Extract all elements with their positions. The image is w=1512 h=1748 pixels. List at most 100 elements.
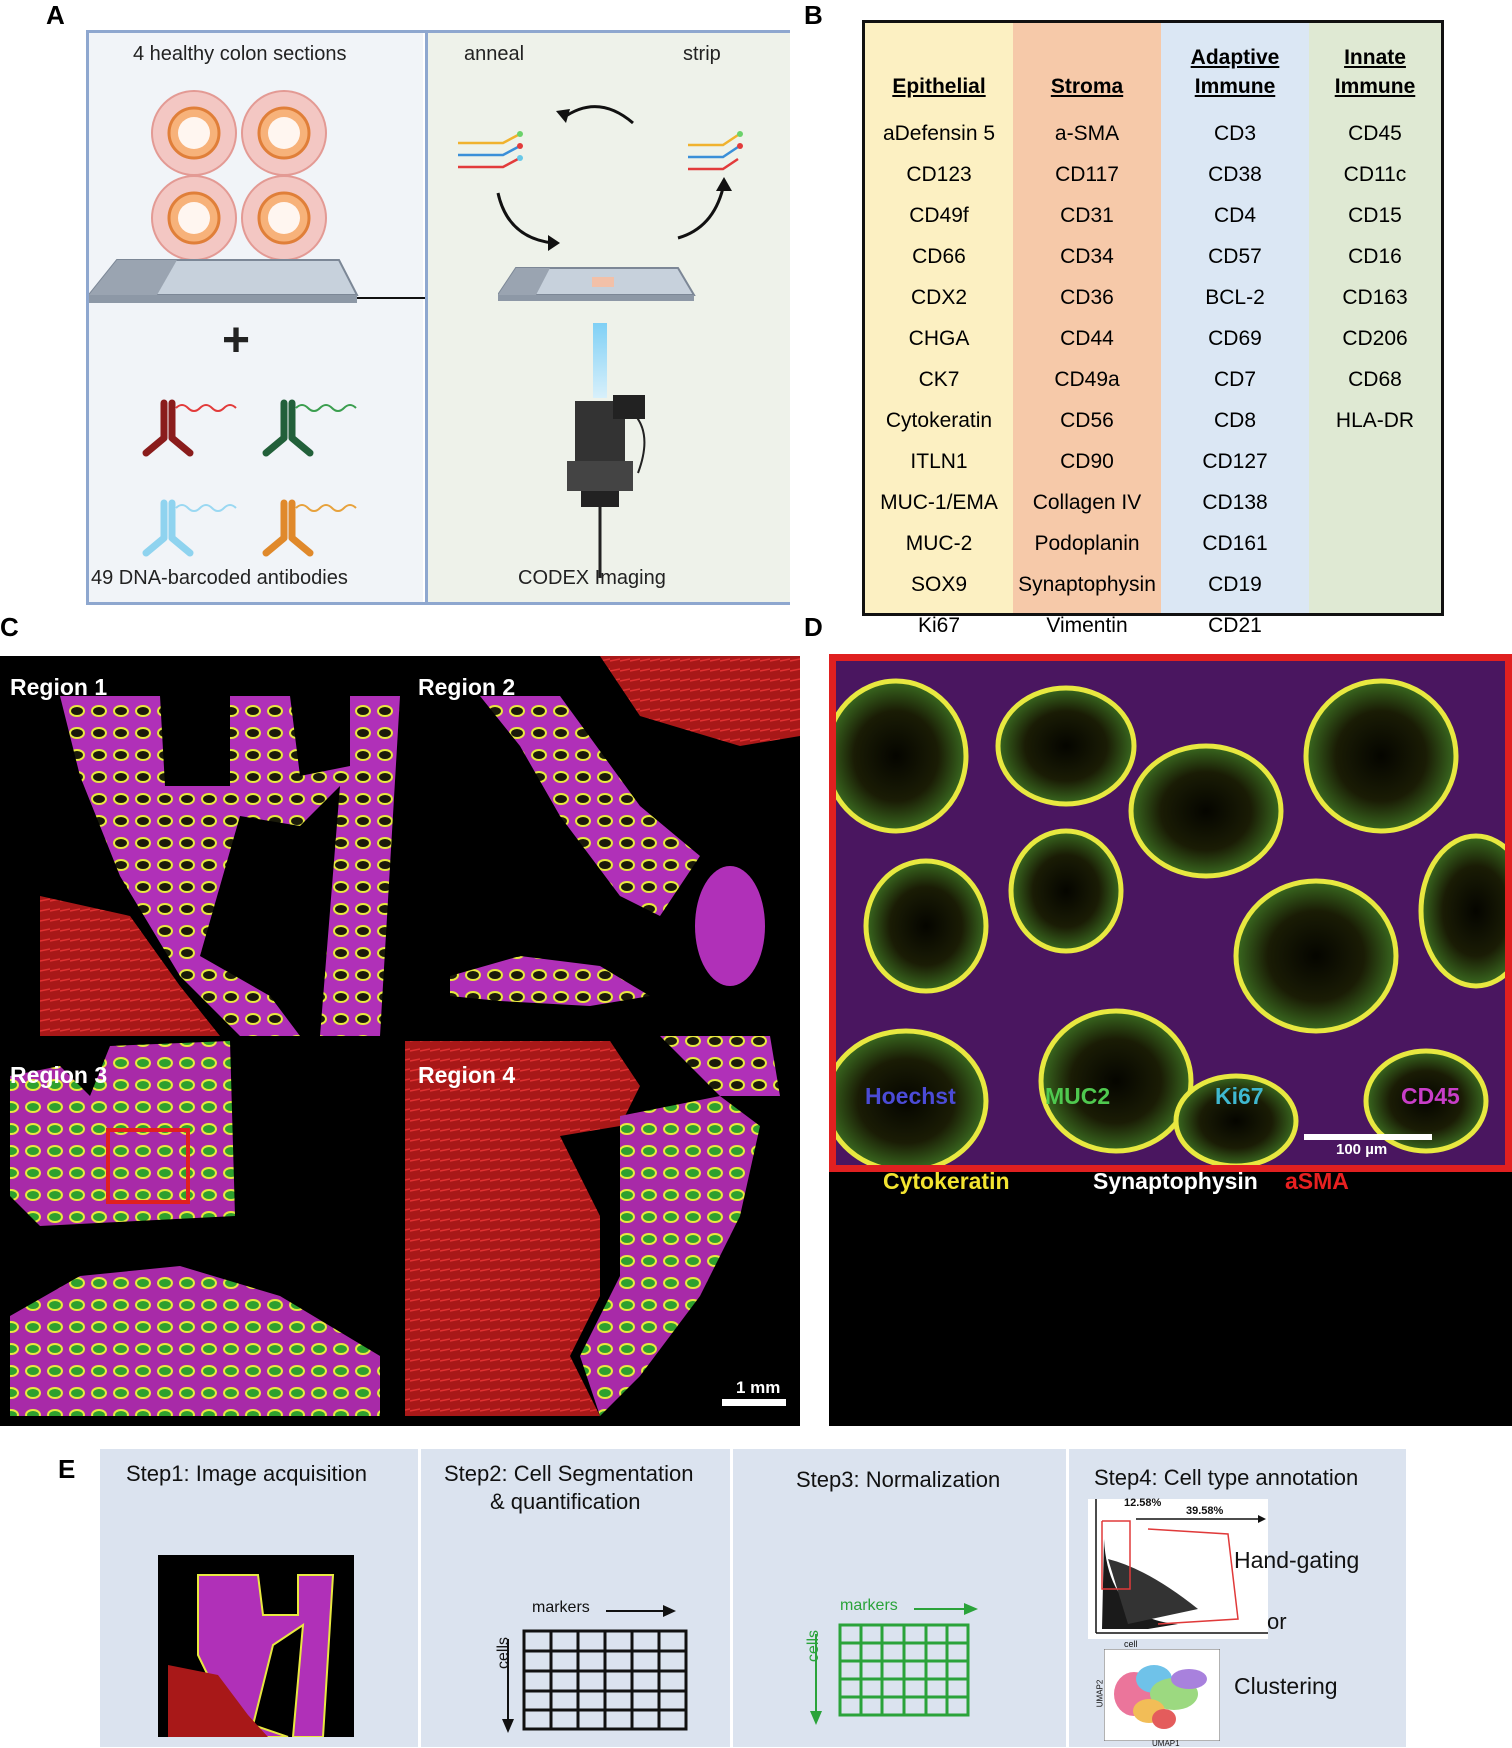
table-cell: CK7: [918, 368, 960, 391]
table-cell: CD4: [1213, 204, 1256, 227]
markers-label: markers: [532, 1599, 590, 1616]
step2-title-line2: & quantification: [490, 1489, 641, 1514]
table-cell: Ki67: [917, 614, 961, 637]
marker-column-innate-immune: Innate Immune CD45 CD11c CD15 CD16 CD163…: [1309, 23, 1441, 613]
legend-hoechst: Hoechst: [865, 1083, 956, 1109]
column-header: Stroma: [1013, 23, 1161, 103]
umap2-label: UMAP2: [1095, 1679, 1105, 1708]
table-cell: CD8: [1213, 409, 1256, 432]
crypt-image: [836, 661, 1505, 1165]
column-header: Adaptive Immune: [1161, 23, 1309, 103]
plus-sign: +: [222, 314, 251, 367]
gating-plot: [1088, 1499, 1268, 1639]
table-cell: MUC-2: [905, 532, 973, 555]
marker-column-adaptive-immune: Adaptive Immune CD3 CD38 CD4 CD57 BCL-2 …: [1161, 23, 1309, 637]
table-cell: CD44: [1060, 327, 1114, 350]
table-cell: CD123: [906, 163, 972, 186]
table-cell: CD49f: [909, 204, 969, 227]
panel-d-zoom: 100 µm Hoechst MUC2 Ki67 CD45 Cytokerati…: [829, 654, 1512, 1426]
panel-e-workflow: Step1: Image acquisition Step2: Cell Seg…: [100, 1449, 1406, 1748]
table-cell: CD11c: [1343, 163, 1407, 186]
column-header-line: Adaptive: [1190, 46, 1280, 69]
table-cell: CD31: [1060, 204, 1114, 227]
step-divider: [1066, 1449, 1069, 1747]
step-divider: [730, 1449, 733, 1747]
table-cell: CD15: [1348, 204, 1402, 227]
cycle-illustration: [458, 105, 743, 251]
column-header-line: Immune: [1334, 75, 1416, 98]
table-cell: CD161: [1202, 532, 1268, 555]
table-cell: BCL-2: [1205, 286, 1265, 309]
step3-title: Step3: Normalization: [796, 1467, 1001, 1492]
table-cell: CD56: [1060, 409, 1114, 432]
column-header-line: Immune: [1194, 75, 1276, 98]
legend-muc2: MUC2: [1045, 1083, 1111, 1109]
table-cell: Collagen IV: [1032, 491, 1142, 514]
antibodies-illustration: [142, 399, 357, 557]
table-cell: CD49a: [1054, 368, 1120, 391]
panel-label-e: E: [58, 1454, 76, 1484]
zoom-scale-label: 100 µm: [1336, 1141, 1388, 1158]
scale-bar-label: 1 mm: [736, 1378, 781, 1397]
microscope-camera-icon: [567, 323, 646, 578]
table-cell: HLA-DR: [1335, 409, 1415, 432]
region-4-label: Region 4: [418, 1062, 516, 1088]
imaging-label: CODEX Imaging: [518, 567, 666, 589]
panel-a-staining: 4 healthy colon sections +: [89, 33, 423, 602]
table-cell: a-SMA: [1054, 122, 1120, 145]
table-cell: CD34: [1060, 245, 1114, 268]
legend-synaptophysin: Synaptophysin: [1093, 1168, 1258, 1194]
table-cell: CD38: [1208, 163, 1262, 186]
panel-label-b: B: [804, 0, 823, 30]
panel-c-tissue-regions: Region 1 Region 2 Region 3 Region 4 1 mm: [0, 656, 800, 1426]
table-cell: CD57: [1208, 245, 1262, 268]
panel-a-schematic: 4 healthy colon sections +: [86, 30, 790, 605]
umap-plot: [1104, 1649, 1220, 1741]
gate-1-value: 12.58%: [1124, 1497, 1162, 1509]
column-header-line: Epithelial: [892, 75, 986, 98]
legend-cd45: CD45: [1401, 1083, 1460, 1109]
table-cell: CD16: [1348, 245, 1402, 268]
step1-thumbnail: [158, 1555, 354, 1737]
tissue-image: [10, 656, 800, 1416]
table-cell: CD66: [912, 245, 966, 268]
glass-slide-icon: [89, 259, 359, 303]
panel-label-a: A: [46, 0, 65, 30]
table-cell: ITLN1: [910, 450, 968, 473]
table-cell: CD117: [1055, 163, 1119, 186]
region-2-label: Region 2: [418, 674, 516, 700]
table-cell: CD163: [1342, 286, 1408, 309]
region-1-label: Region 1: [10, 674, 108, 700]
slide-imaging-icon: [498, 267, 696, 301]
column-header: Innate Immune: [1309, 23, 1441, 103]
umap1-label: UMAP1: [1152, 1739, 1180, 1748]
table-cell: CD69: [1208, 327, 1262, 350]
table-cell: CD68: [1348, 368, 1402, 391]
step1-title: Step1: Image acquisition: [126, 1461, 367, 1486]
table-cell: CD21: [1208, 614, 1262, 637]
marker-column-epithelial: Epithelial aDefensin 5 CD123 CD49f CD66 …: [865, 23, 1013, 637]
table-cell: CD206: [1342, 327, 1408, 350]
step4-title: Step4: Cell type annotation: [1094, 1465, 1359, 1490]
column-header-line: Stroma: [1050, 75, 1124, 98]
strip-label: strip: [683, 43, 721, 65]
anneal-label: anneal: [464, 43, 525, 65]
colon-sections-illustration: [151, 90, 327, 261]
table-cell: CD36: [1060, 286, 1114, 309]
cells-label-normalized: cells: [805, 1629, 823, 1663]
table-cell: CD45: [1348, 122, 1402, 145]
cell-axis-label: cell: [1124, 1639, 1138, 1649]
table-cell: CD19: [1208, 573, 1262, 596]
or-label: or: [1267, 1609, 1287, 1634]
table-cell: CHGA: [908, 327, 970, 350]
panel-label-c: C: [0, 612, 19, 642]
markers-label-normalized: markers: [840, 1597, 898, 1614]
table-cell: CDX2: [910, 286, 968, 309]
table-cell: CD7: [1213, 368, 1256, 391]
marker-table: Epithelial aDefensin 5 CD123 CD49f CD66 …: [862, 20, 1444, 637]
cells-label: cells: [495, 1636, 513, 1670]
step-divider: [418, 1449, 421, 1747]
step2-matrix: [502, 1605, 688, 1733]
table-cell: Podoplanin: [1034, 532, 1140, 555]
zoomed-tissue-image: 100 µm: [829, 654, 1512, 1172]
